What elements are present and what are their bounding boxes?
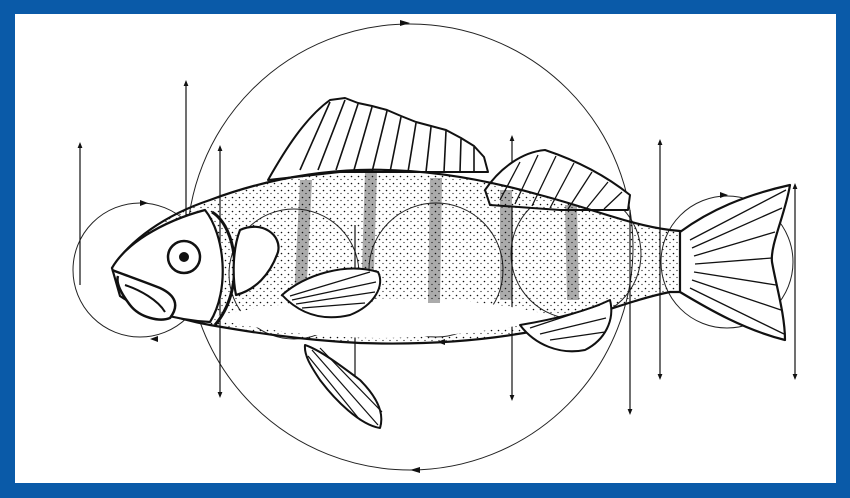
tail-fin <box>680 185 790 340</box>
circle-arrowhead <box>720 192 728 198</box>
body-stripe <box>565 205 579 300</box>
circle-arrowhead <box>400 20 410 26</box>
fish-illustration <box>112 98 790 428</box>
body-stripe <box>500 190 512 300</box>
circle-arrowhead <box>150 336 158 342</box>
circle-arrowhead <box>140 200 148 206</box>
fish-pupil <box>179 252 189 262</box>
body-stripe <box>428 178 442 303</box>
circle-arrowhead <box>410 467 420 473</box>
